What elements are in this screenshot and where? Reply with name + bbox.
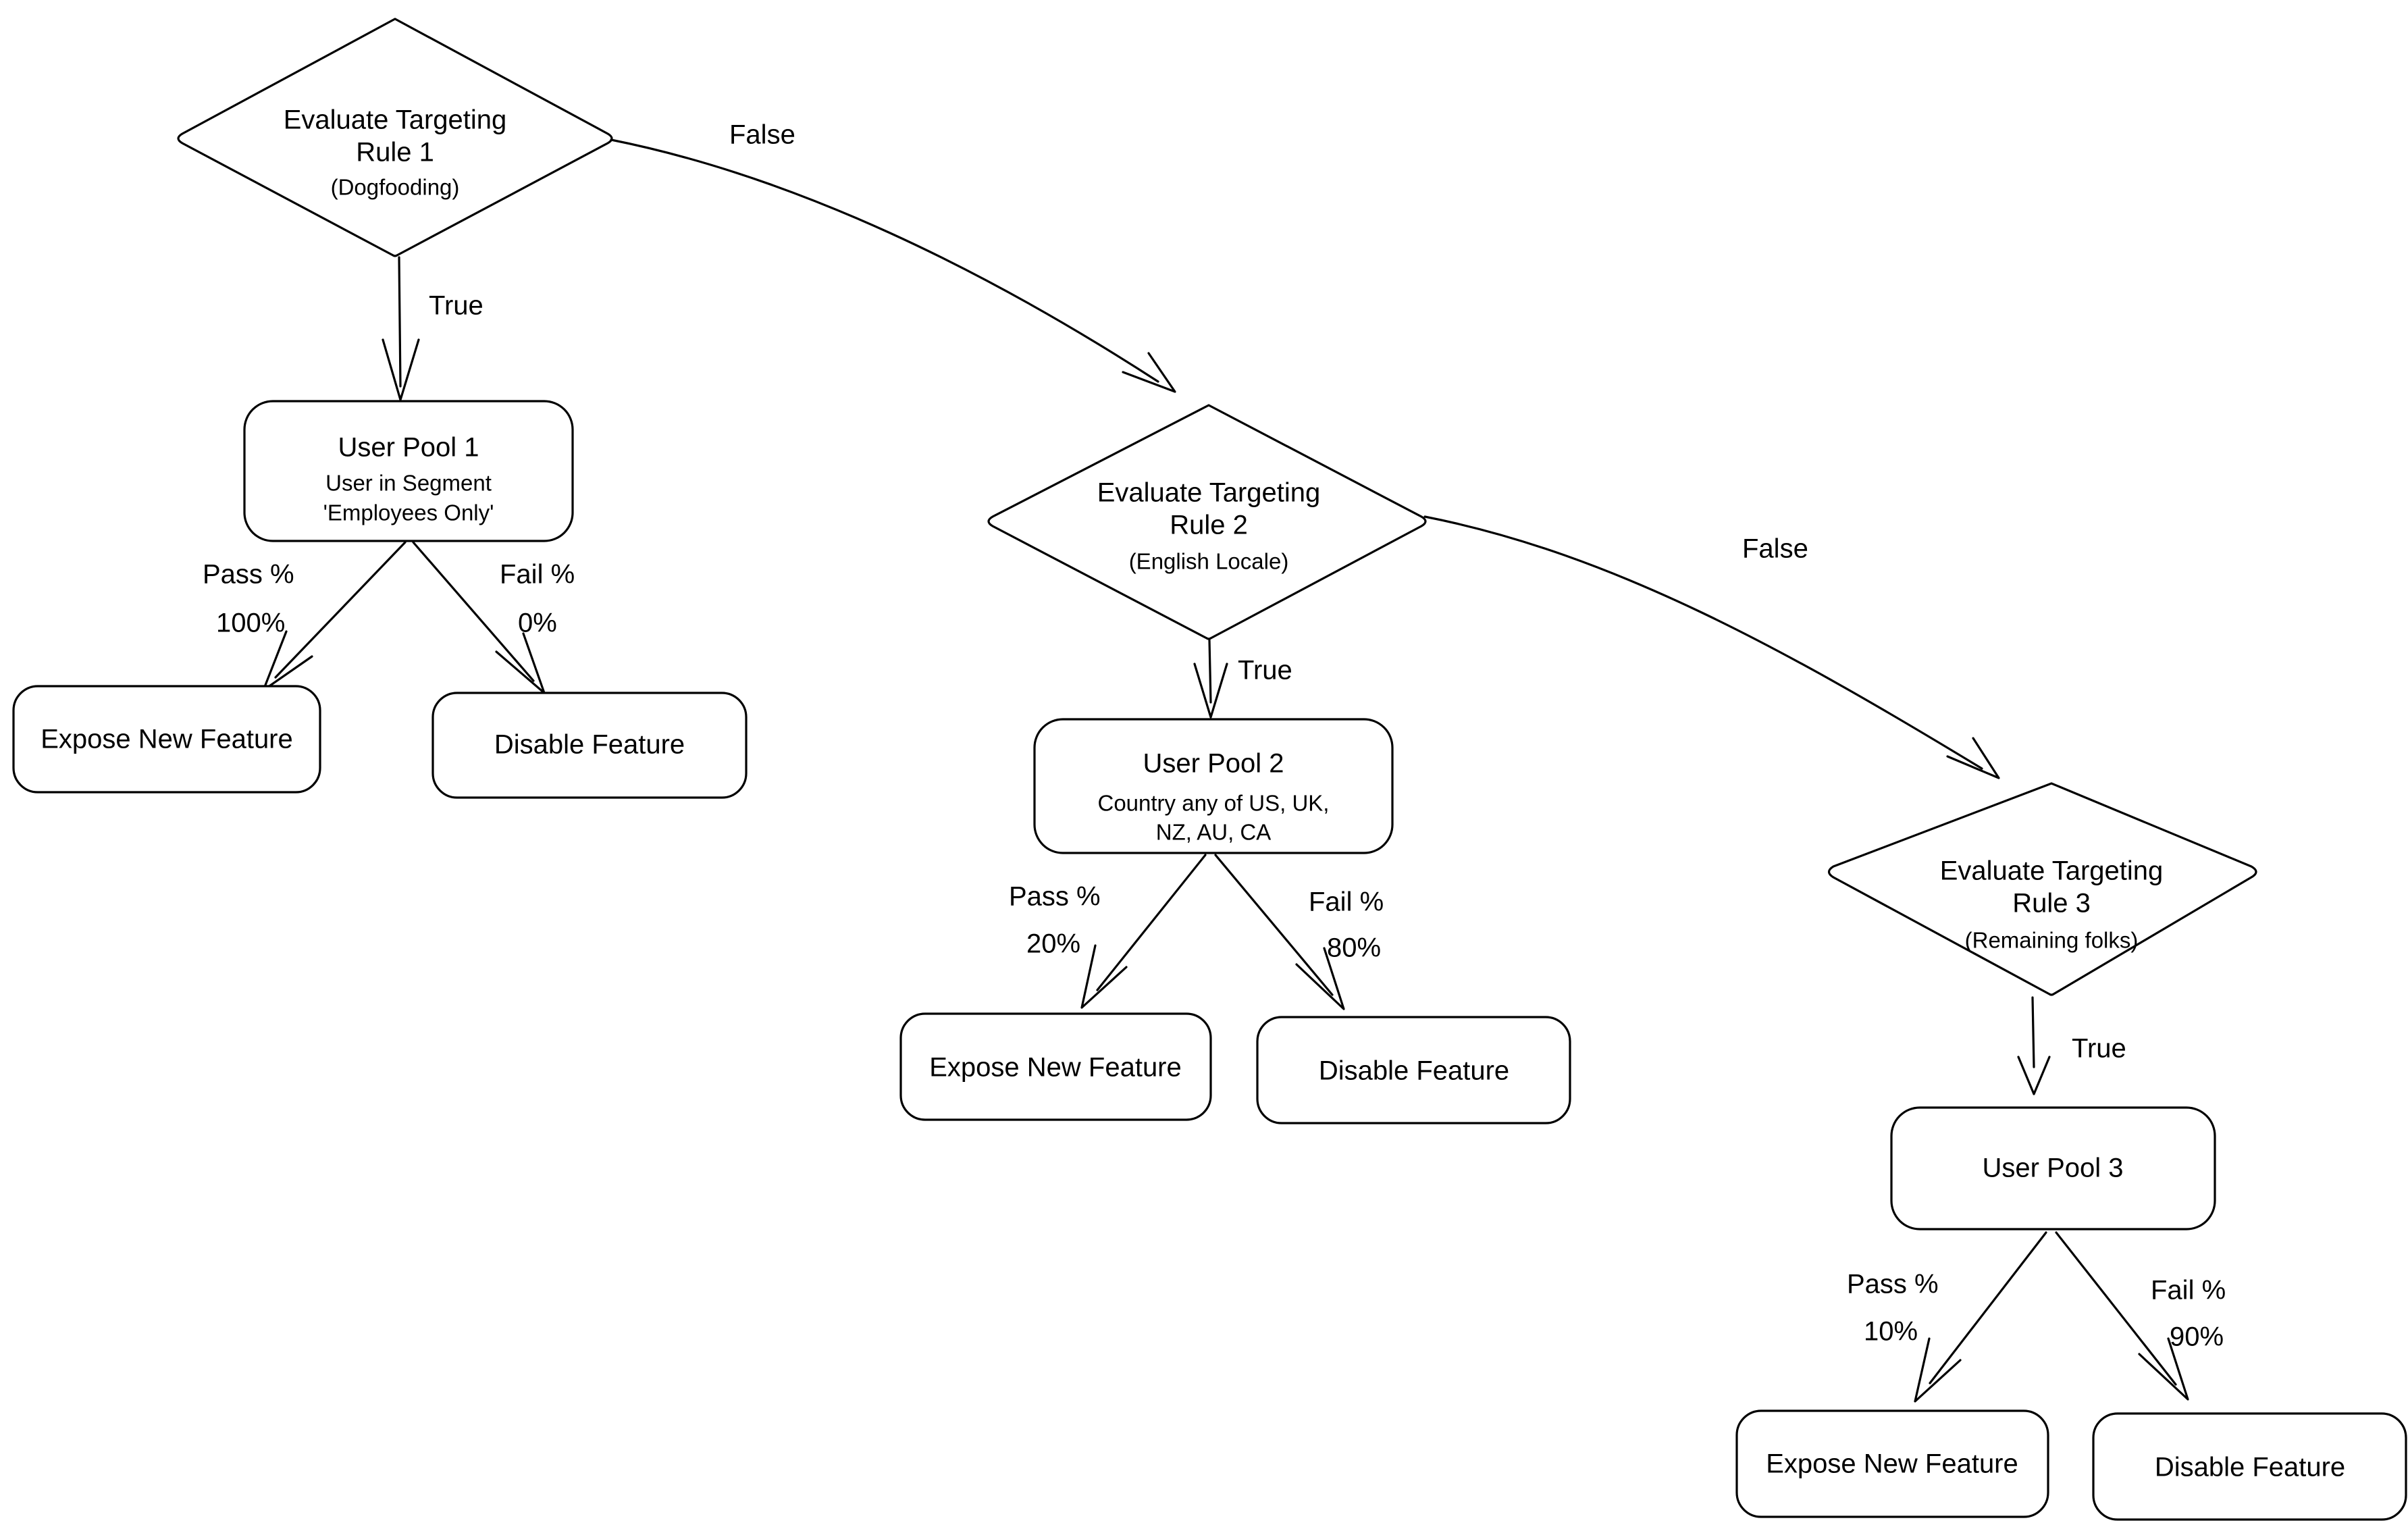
rule1-title-line2: Rule 1 xyxy=(356,138,434,167)
rule1-title-line1: Evaluate Targeting xyxy=(284,105,507,135)
node-rule1[interactable]: Evaluate Targeting Rule 1 (Dogfooding) xyxy=(177,18,613,257)
edge-pool3-fail-label: Fail % xyxy=(2151,1276,2226,1305)
edge-pool2-pass-value: 20% xyxy=(1026,929,1080,959)
edge-rule1-true-label: True xyxy=(429,291,483,321)
edge-pool2-fail-label: Fail % xyxy=(1309,887,1384,917)
edge-rule2-false-label: False xyxy=(1742,534,1808,564)
rule2-diamond-shape xyxy=(987,404,1427,640)
edge-rule2-false-path xyxy=(1423,515,1983,770)
edge-pool1-pass-value: 100% xyxy=(216,608,285,638)
pool3-expose-box-shape xyxy=(1735,1409,2049,1518)
pool1-disable-label: Disable Feature xyxy=(494,730,685,760)
edge-pool3-pass-path xyxy=(1929,1231,2047,1384)
rule3-title-line1: Evaluate Targeting xyxy=(1940,856,2164,886)
edge-pool2-fail-value: 80% xyxy=(1327,933,1381,963)
edge-pool3-pass-value: 10% xyxy=(1864,1317,1918,1347)
edge-rule3-true: True xyxy=(2017,996,2126,1095)
edge-rule3-true-path xyxy=(2031,996,2035,1068)
pool1-disable-box-shape xyxy=(431,692,748,799)
edge-rule1-false-label: False xyxy=(729,120,795,150)
pool2-expose-label: Expose New Feature xyxy=(929,1053,1182,1083)
node-pool2-expose[interactable]: Expose New Feature xyxy=(899,1012,1212,1121)
node-pool3[interactable]: User Pool 3 xyxy=(1890,1106,2216,1230)
edge-pool1-pass-path xyxy=(274,541,407,679)
edge-pool3-fail-arrowhead xyxy=(2138,1337,2189,1401)
edge-pool2-pass-arrowhead xyxy=(1080,944,1128,1009)
pool1-sub-line2: 'Employees Only' xyxy=(323,500,494,525)
rule1-diamond-shape xyxy=(177,18,613,257)
rule3-diamond-shape xyxy=(1827,782,2257,996)
edge-rule3-true-label: True xyxy=(2072,1034,2126,1064)
edge-rule1-false: False xyxy=(610,120,1176,393)
rule1-subtitle: (Dogfooding) xyxy=(331,175,460,200)
node-pool3-disable[interactable]: Disable Feature xyxy=(2092,1412,2407,1521)
node-pool1-disable[interactable]: Disable Feature xyxy=(431,692,748,799)
edge-rule2-true-path xyxy=(1208,639,1212,704)
edge-pool1-fail-arrowhead xyxy=(495,632,546,694)
edge-rule3-true-arrowhead xyxy=(2017,1056,2051,1095)
rule2-subtitle: (English Locale) xyxy=(1129,549,1289,574)
pool3-disable-box-shape xyxy=(2092,1412,2407,1521)
pool2-disable-label: Disable Feature xyxy=(1319,1056,1509,1086)
pool2-sub-line2: NZ, AU, CA xyxy=(1156,820,1272,845)
edge-rule1-true: True xyxy=(382,256,483,401)
edge-rule2-false: False xyxy=(1423,515,2000,779)
edge-pool3-fail-path xyxy=(2055,1231,2177,1386)
node-pool1[interactable]: User Pool 1 User in Segment 'Employees O… xyxy=(243,400,574,542)
edge-rule1-false-arrowhead xyxy=(1122,352,1176,393)
pool2-sub-line1: Country any of US, UK, xyxy=(1098,791,1330,816)
pool3-box-shape xyxy=(1890,1106,2216,1230)
node-pool3-expose[interactable]: Expose New Feature xyxy=(1735,1409,2049,1518)
pool3-title: User Pool 3 xyxy=(1983,1154,2124,1183)
edge-pool2-fail-arrowhead xyxy=(1295,947,1345,1010)
edge-rule1-true-path xyxy=(398,256,402,388)
pool1-sub-line1: User in Segment xyxy=(325,471,492,496)
edge-pool1-fail-value: 0% xyxy=(518,608,557,638)
pool1-title: User Pool 1 xyxy=(338,433,479,463)
pool2-title: User Pool 2 xyxy=(1143,749,1284,779)
edge-rule2-false-arrowhead xyxy=(1946,737,2000,779)
rule3-subtitle: (Remaining folks) xyxy=(1965,928,2139,953)
edge-pool2-fail-path xyxy=(1214,854,1334,996)
pool2-box-shape xyxy=(1033,718,1394,854)
rule3-title-line2: Rule 3 xyxy=(2012,889,2091,918)
node-pool1-expose[interactable]: Expose New Feature xyxy=(12,685,321,794)
edge-pool1-fail: Fail % 0% xyxy=(412,541,575,694)
edge-pool2-fail: Fail % 80% xyxy=(1214,854,1384,1010)
pool1-expose-label: Expose New Feature xyxy=(41,725,293,754)
edge-rule1-false-path xyxy=(610,138,1159,383)
edge-rule2-true-arrowhead xyxy=(1193,663,1228,719)
rule2-title-line1: Evaluate Targeting xyxy=(1097,478,1321,508)
node-rule3[interactable]: Evaluate Targeting Rule 3 (Remaining fol… xyxy=(1827,782,2257,996)
node-pool2[interactable]: User Pool 2 Country any of US, UK, NZ, A… xyxy=(1033,718,1394,854)
pool1-expose-box-shape xyxy=(12,685,321,794)
edge-pool2-pass-label: Pass % xyxy=(1009,882,1101,912)
edge-pool1-pass-label: Pass % xyxy=(203,560,294,590)
edge-pool3-fail: Fail % 90% xyxy=(2055,1231,2226,1401)
edge-pool3-pass-arrowhead xyxy=(1914,1337,1962,1403)
edge-pool3-pass-label: Pass % xyxy=(1847,1270,1939,1299)
pool1-box-shape xyxy=(243,400,574,542)
edge-rule1-true-arrowhead xyxy=(382,338,420,401)
edge-pool1-fail-path xyxy=(412,541,535,682)
edge-pool3-pass: Pass % 10% xyxy=(1847,1231,2047,1403)
node-pool2-disable[interactable]: Disable Feature xyxy=(1256,1016,1571,1124)
rule2-title-line2: Rule 2 xyxy=(1170,511,1248,540)
edge-pool2-pass: Pass % 20% xyxy=(1009,854,1207,1009)
edge-rule2-true: True xyxy=(1193,639,1292,719)
edge-pool3-fail-value: 90% xyxy=(2170,1322,2224,1352)
edge-pool1-pass: Pass % 100% xyxy=(203,541,407,692)
edge-pool1-pass-arrowhead xyxy=(262,630,313,692)
node-rule2[interactable]: Evaluate Targeting Rule 2 (English Local… xyxy=(987,404,1427,640)
edge-pool2-pass-path xyxy=(1096,854,1207,991)
pool3-expose-label: Expose New Feature xyxy=(1766,1449,2018,1479)
pool3-disable-label: Disable Feature xyxy=(2155,1453,2345,1482)
edge-pool1-fail-label: Fail % xyxy=(500,560,575,590)
pool2-disable-box-shape xyxy=(1256,1016,1571,1124)
pool2-expose-box-shape xyxy=(899,1012,1212,1121)
edge-rule2-true-label: True xyxy=(1238,656,1292,685)
